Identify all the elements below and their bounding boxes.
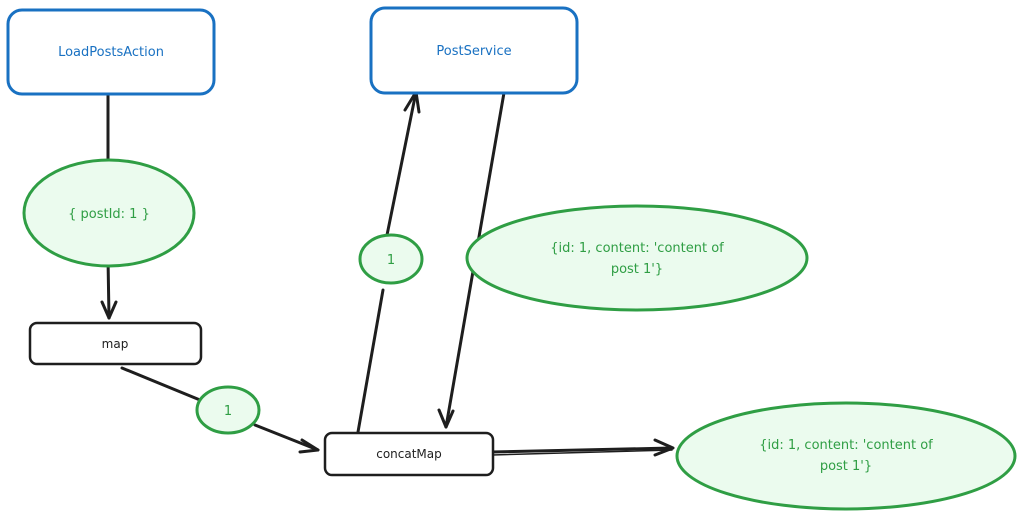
node-label: PostService [436, 44, 511, 59]
edge-loadpostsaction-to-map[interactable] [100, 93, 118, 320]
value-label: { postId: 1 } [68, 207, 150, 222]
value-label-line1: {id: 1, content: 'content of [759, 438, 933, 453]
value-map-output[interactable]: 1 [195, 385, 261, 435]
node-concat-map[interactable]: concatMap [323, 431, 495, 477]
node-load-posts-action[interactable]: LoadPostsAction [6, 8, 216, 96]
value-post-id-payload[interactable]: { postId: 1 } [22, 158, 196, 268]
node-post-service[interactable]: PostService [369, 6, 579, 95]
value-service-request[interactable]: 1 [358, 233, 424, 285]
value-label-line2: post 1'} [611, 262, 663, 277]
arrowhead-icon [437, 408, 455, 429]
value-label-line1: {id: 1, content: 'content of [550, 241, 724, 256]
edge-concatmap-to-output[interactable] [490, 438, 675, 457]
value-label: 1 [387, 253, 395, 268]
node-map[interactable]: map [28, 321, 203, 366]
arrowhead-icon [100, 300, 118, 320]
value-label: 1 [224, 404, 232, 419]
arrowhead-icon [298, 438, 320, 454]
value-final-output[interactable]: {id: 1, content: 'content of post 1'} [675, 401, 1017, 511]
value-label-line2: post 1'} [820, 459, 872, 474]
node-label: LoadPostsAction [58, 45, 164, 60]
node-label: concatMap [376, 447, 442, 461]
edge-map-to-concatmap[interactable] [120, 366, 320, 454]
value-service-response[interactable]: {id: 1, content: 'content of post 1'} [465, 204, 809, 312]
arrowhead-icon [653, 438, 675, 457]
node-label: map [102, 337, 129, 351]
